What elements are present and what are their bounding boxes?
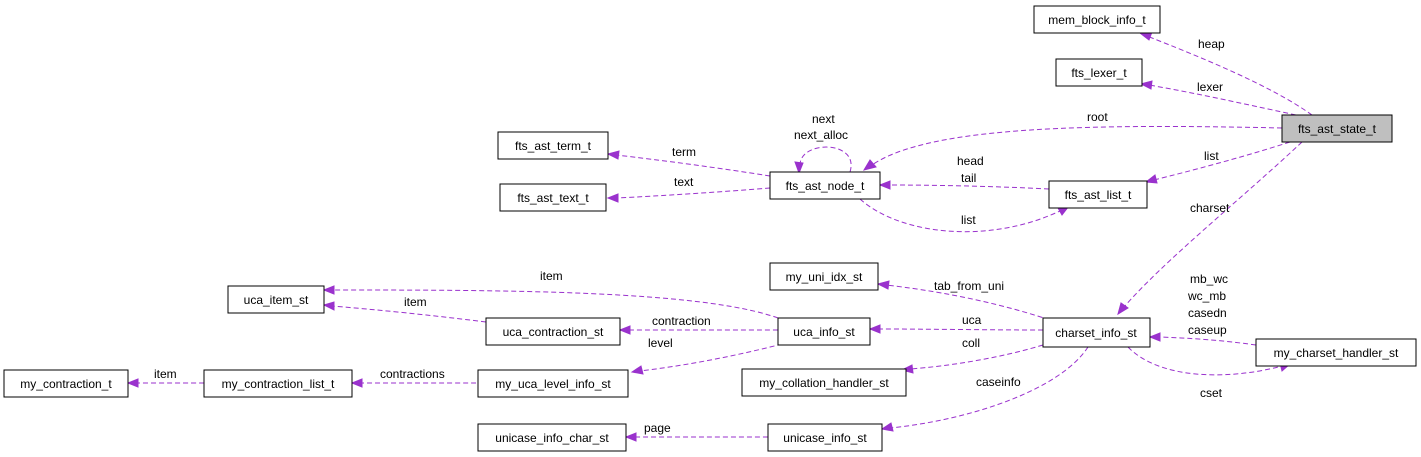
edge-page: page xyxy=(624,421,768,442)
node-label-fts-ast-list-t: fts_ast_list_t xyxy=(1065,188,1132,202)
edge-label-head: head xyxy=(957,154,984,168)
edge-tab-from-uni: tab_from_uni xyxy=(876,279,1051,321)
edge-coll: coll xyxy=(900,336,1044,374)
edge-heap: heap xyxy=(1138,31,1313,116)
node-label-uca-contraction-st: uca_contraction_st xyxy=(503,325,604,339)
edge-contractions: contractions xyxy=(350,367,476,388)
node-label-my-uca-level-info-st: my_uca_level_info_st xyxy=(495,377,611,391)
node-label-fts-lexer-t: fts_lexer_t xyxy=(1071,66,1127,80)
edge-label-item-list: item xyxy=(154,367,177,381)
edge-label-wc-mb: wc_mb xyxy=(1187,289,1226,303)
node-uca-info-st[interactable]: uca_info_st xyxy=(777,317,871,346)
edge-next: next next_alloc xyxy=(794,112,852,175)
node-label-my-uni-idx-st: my_uni_idx_st xyxy=(786,270,863,284)
edge-text: text xyxy=(606,175,771,203)
node-my-charset-handler-st[interactable]: my_charset_handler_st xyxy=(1255,338,1417,367)
node-fts-ast-term-t[interactable]: fts_ast_term_t xyxy=(497,131,609,160)
node-uca-item-st[interactable]: uca_item_st xyxy=(227,285,325,314)
node-unicase-info-char-st[interactable]: unicase_info_char_st xyxy=(477,423,627,452)
edge-label-mb-wc: mb_wc xyxy=(1190,272,1228,286)
node-label-my-charset-handler-st: my_charset_handler_st xyxy=(1274,346,1399,360)
node-my-contraction-t[interactable]: my_contraction_t xyxy=(3,369,129,398)
edge-term: term xyxy=(606,145,771,177)
edge-label-heap: heap xyxy=(1198,37,1225,51)
node-mem-block-info-t[interactable]: mem_block_info_t xyxy=(1033,5,1161,34)
edge-label-uca: uca xyxy=(962,313,982,327)
node-label-fts-ast-text-t: fts_ast_text_t xyxy=(517,191,589,205)
node-charset-info-st[interactable]: charset_info_st xyxy=(1042,317,1151,348)
edge-head-tail: head tail xyxy=(878,154,1050,190)
edge-label-next: next xyxy=(812,112,835,126)
node-fts-ast-list-t[interactable]: fts_ast_list_t xyxy=(1048,180,1148,209)
edge-handler-funcs: mb_wc wc_mb casedn caseup xyxy=(1148,272,1257,346)
edge-level: level xyxy=(630,336,791,375)
edge-item-contraction: item xyxy=(322,295,487,323)
node-label-unicase-info-st: unicase_info_st xyxy=(783,431,867,445)
edge-label-contractions: contractions xyxy=(380,367,445,381)
edge-label-term: term xyxy=(672,145,696,159)
edge-label-list-node: list xyxy=(961,213,976,227)
node-fts-lexer-t[interactable]: fts_lexer_t xyxy=(1055,58,1143,87)
edge-label-cset: cset xyxy=(1200,386,1223,400)
node-label-fts-ast-state-t: fts_ast_state_t xyxy=(1298,122,1377,136)
edge-label-coll: coll xyxy=(962,336,980,350)
node-my-uca-level-info-st[interactable]: my_uca_level_info_st xyxy=(477,369,629,398)
node-fts-ast-node-t[interactable]: fts_ast_node_t xyxy=(769,171,881,200)
edge-label-tail: tail xyxy=(961,171,976,185)
node-label-my-collation-handler-st: my_collation_handler_st xyxy=(759,376,889,390)
edge-label-item-contraction: item xyxy=(404,295,427,309)
node-my-uni-idx-st[interactable]: my_uni_idx_st xyxy=(769,262,879,291)
node-my-contraction-list-t[interactable]: my_contraction_list_t xyxy=(203,369,353,398)
edge-list-node: list xyxy=(859,198,1071,233)
edge-label-lexer: lexer xyxy=(1197,80,1223,94)
edge-uca: uca xyxy=(868,313,1044,334)
node-fts-ast-state-t[interactable]: fts_ast_state_t xyxy=(1281,114,1393,143)
edge-root: root xyxy=(862,110,1283,171)
node-label-my-contraction-list-t: my_contraction_list_t xyxy=(222,377,335,391)
edge-label-text: text xyxy=(674,175,694,189)
node-label-mem-block-info-t: mem_block_info_t xyxy=(1048,13,1146,27)
node-label-fts-ast-term-t: fts_ast_term_t xyxy=(515,139,592,153)
node-label-uca-info-st: uca_info_st xyxy=(793,325,855,339)
edge-label-casedn: casedn xyxy=(1188,306,1227,320)
node-my-collation-handler-st[interactable]: my_collation_handler_st xyxy=(741,368,907,397)
node-label-uca-item-st: uca_item_st xyxy=(244,293,309,307)
edge-label-caseinfo: caseinfo xyxy=(976,375,1021,389)
edge-label-contraction: contraction xyxy=(652,314,711,328)
node-label-fts-ast-node-t: fts_ast_node_t xyxy=(786,179,865,193)
edge-label-charset: charset xyxy=(1190,201,1230,215)
node-fts-ast-text-t[interactable]: fts_ast_text_t xyxy=(499,183,607,212)
edge-label-root: root xyxy=(1087,110,1108,124)
edge-charset: charset xyxy=(1117,141,1303,316)
node-uca-contraction-st[interactable]: uca_contraction_st xyxy=(485,317,621,346)
edge-item-uca: item xyxy=(322,269,779,319)
edge-label-list-state: list xyxy=(1204,149,1219,163)
node-label-charset-info-st: charset_info_st xyxy=(1055,326,1137,340)
edge-label-next-alloc: next_alloc xyxy=(794,128,848,142)
node-unicase-info-st[interactable]: unicase_info_st xyxy=(767,423,883,452)
edge-lexer: lexer xyxy=(1139,80,1297,116)
edge-label-level: level xyxy=(648,336,673,350)
edge-label-caseup: caseup xyxy=(1188,323,1227,337)
edge-label-page: page xyxy=(644,421,671,435)
edge-list-state: list xyxy=(1144,141,1291,184)
node-label-unicase-info-char-st: unicase_info_char_st xyxy=(495,431,609,445)
edge-label-tab-from-uni: tab_from_uni xyxy=(934,279,1004,293)
edge-label-item-uca: item xyxy=(540,269,563,283)
edge-contraction: contraction xyxy=(618,314,778,335)
node-label-my-contraction-t: my_contraction_t xyxy=(20,377,112,391)
edge-item-list: item xyxy=(126,367,204,388)
edge-caseinfo: caseinfo xyxy=(880,346,1089,432)
